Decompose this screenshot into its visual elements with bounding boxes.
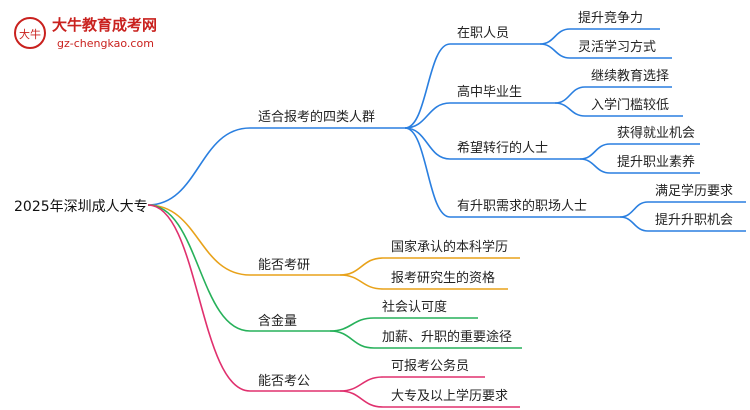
connector-line [404, 127, 451, 218]
logo-name: 大牛教育成考网 [52, 16, 157, 34]
connector-line [339, 257, 384, 276]
leaf-item: 灵活学习方式 [578, 39, 656, 55]
leaf-item: 满足学历要求 [655, 183, 733, 199]
group-highschool-grads: 高中毕业生 [457, 84, 522, 100]
branch-value: 含金量 [258, 313, 297, 329]
root-node: 2025年深圳成人大专 [14, 199, 148, 215]
branch-suitable-groups: 适合报考的四类人群 [258, 109, 375, 125]
leaf-item: 提升升职机会 [655, 212, 733, 228]
connector-line [404, 127, 451, 160]
leaf-item: 可报考公务员 [391, 358, 469, 374]
leaf-item: 获得就业机会 [617, 125, 695, 141]
leaf-item: 提升竞争力 [578, 10, 643, 26]
branch-civil-service: 能否考公 [258, 374, 310, 389]
group-career-changers: 希望转行的人士 [457, 140, 548, 156]
leaf-item: 社会认可度 [382, 299, 447, 315]
connector-line [147, 204, 251, 392]
connector-line [554, 102, 586, 117]
connector-line [619, 216, 649, 232]
logo-mark-icon [14, 17, 46, 49]
connector-line [147, 204, 251, 332]
connector-line [147, 204, 251, 276]
connector-line [539, 28, 571, 45]
leaf-item: 继续教育选择 [591, 68, 669, 84]
leaf-item: 国家承认的本科学历 [391, 239, 508, 255]
leaf-item: 报考研究生的资格 [391, 270, 495, 286]
logo-url: gz-chengkao.com [57, 37, 154, 50]
logo: 大牛 大牛教育成考网 gz-chengkao.com [14, 16, 157, 50]
leaf-item: 大专及以上学历要求 [391, 388, 508, 404]
connector-line [147, 127, 251, 206]
leaf-item: 入学门槛较低 [591, 97, 669, 113]
group-promotion-seekers: 有升职需求的职场人士 [457, 198, 587, 214]
group-employed: 在职人员 [457, 26, 509, 41]
connector-line [579, 143, 611, 160]
connector-line [554, 86, 586, 104]
connector-line [539, 43, 571, 59]
connector-line [619, 201, 649, 218]
logo-mark-text: 大牛 [19, 27, 41, 41]
branch-graduate-exam: 能否考研 [258, 258, 310, 273]
connector-line [404, 102, 451, 129]
connector-line [339, 376, 384, 392]
connector-line [339, 390, 384, 408]
connector-line [404, 43, 451, 129]
connector-line [329, 317, 375, 332]
connector-line [579, 158, 611, 174]
leaf-item: 加薪、升职的重要途径 [382, 329, 512, 345]
leaf-item: 提升职业素养 [617, 154, 695, 170]
connector-line [329, 330, 375, 349]
connector-line [339, 274, 384, 290]
